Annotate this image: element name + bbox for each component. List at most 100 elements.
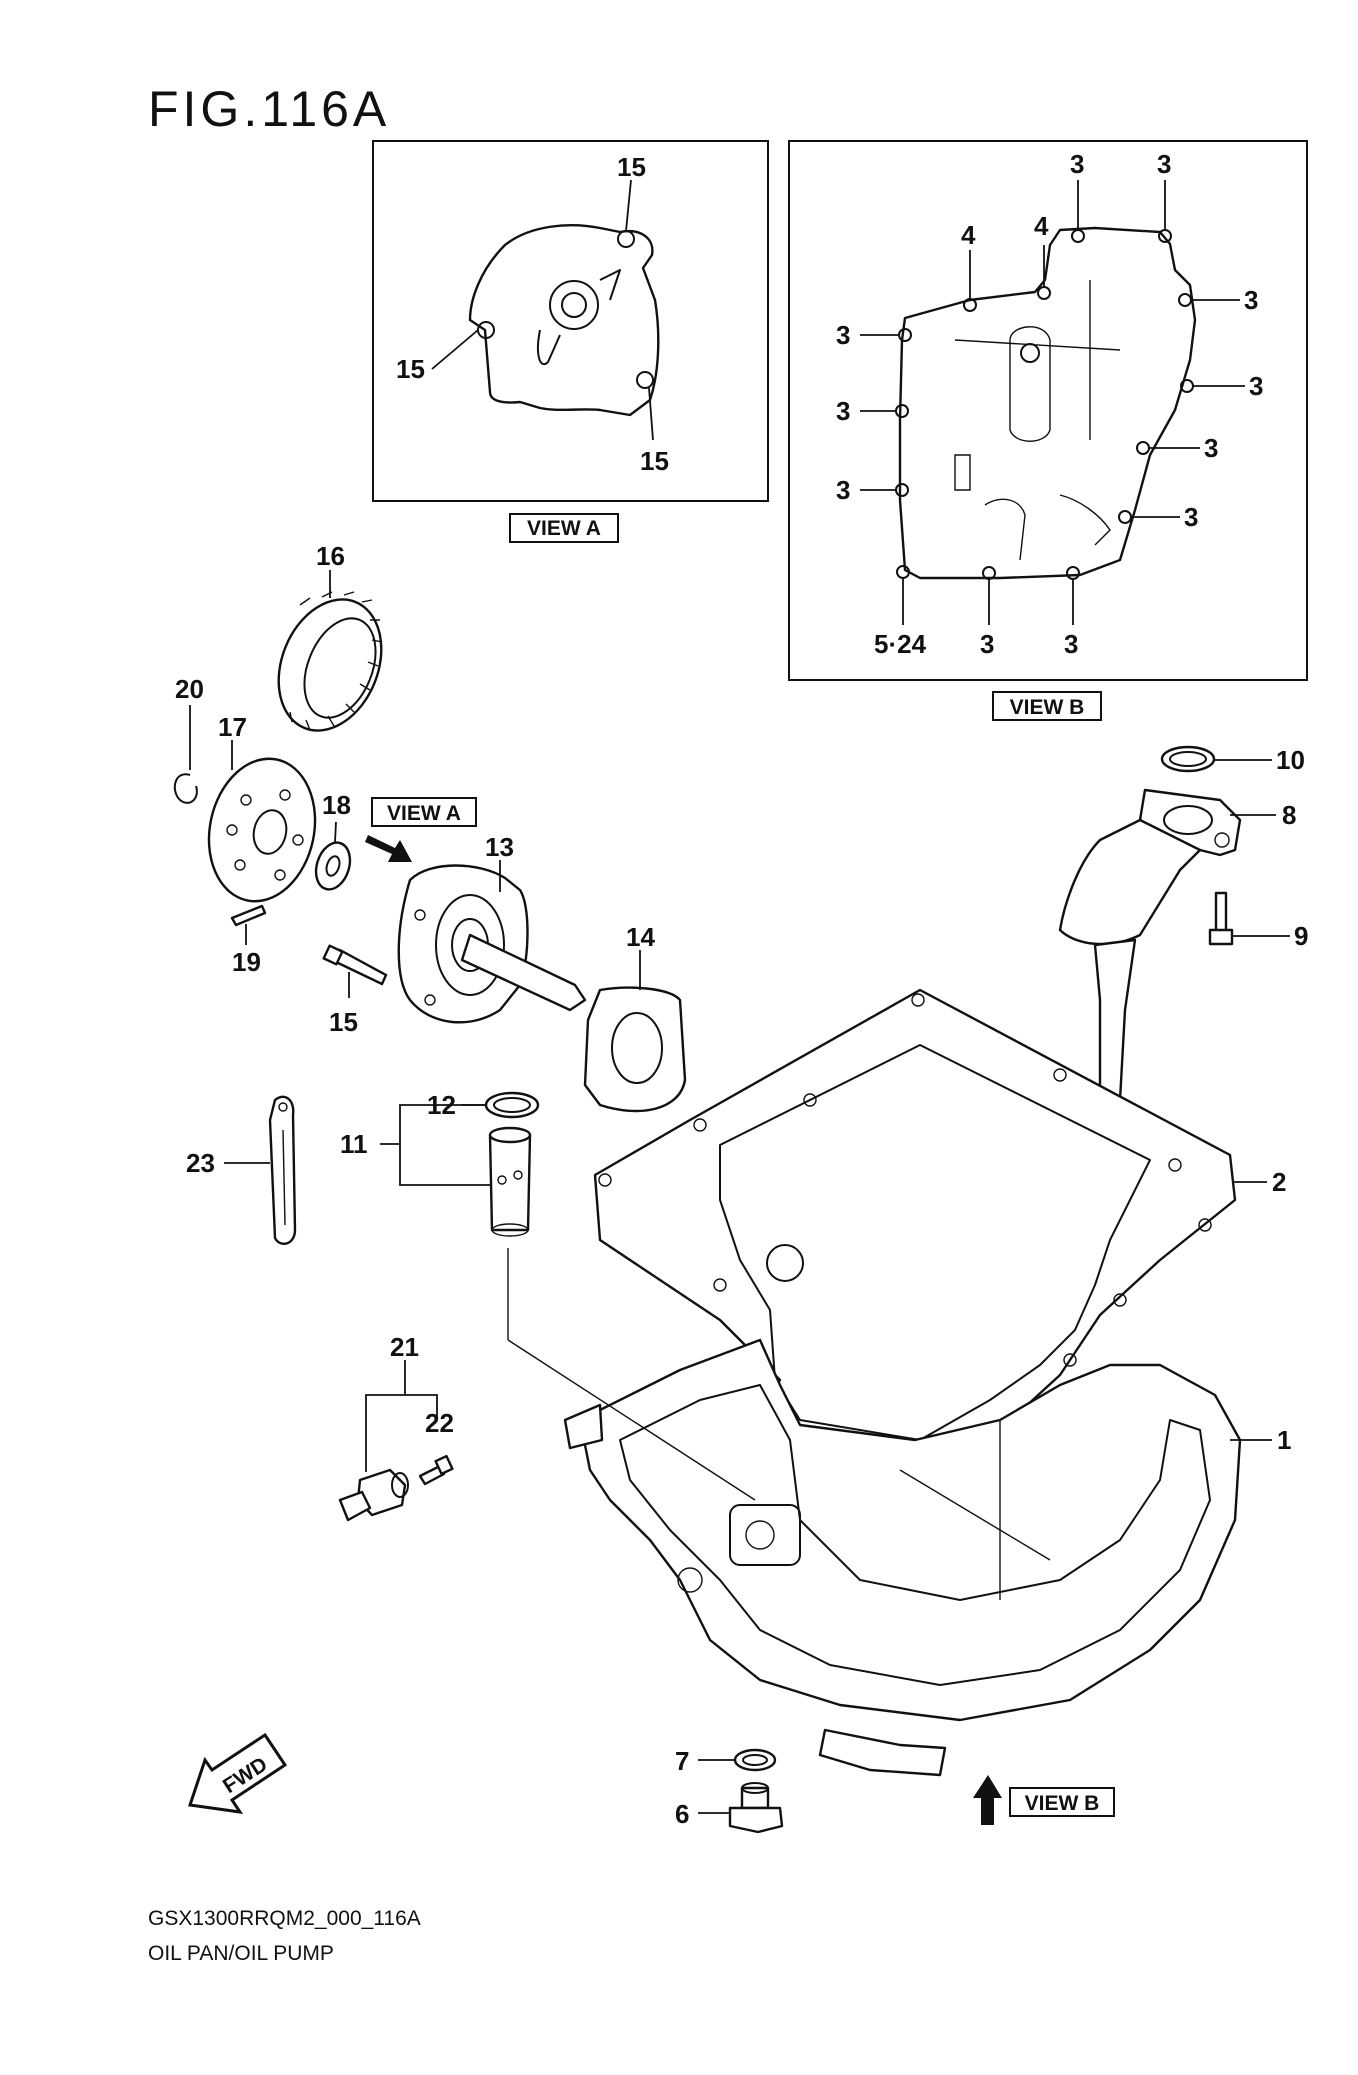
view-a-label: VIEW A — [527, 517, 601, 540]
washer-outer — [314, 841, 352, 891]
callout-18: 18 — [322, 790, 351, 820]
screw-head — [434, 1454, 454, 1476]
view-a-arrow-icon — [365, 835, 412, 862]
view-a-arrow-label: VIEW A — [387, 802, 461, 825]
view-b-inset: 3 3 4 4 3 3 3 3 3 3 3 5·24 3 3 VIEW B — [788, 140, 1308, 721]
part-11-pipe: 11 — [340, 1104, 756, 1501]
ring-outer — [277, 598, 383, 732]
gasket-hole — [911, 993, 925, 1007]
strainer-body — [1058, 818, 1202, 946]
part-17-driven-gear: 17 — [207, 712, 317, 903]
view-a-tag — [509, 513, 619, 543]
callout-va-top: 15 — [617, 152, 646, 182]
callout-vb-bottom-left: 5·24 — [874, 629, 927, 659]
gasket-hole — [1113, 1293, 1127, 1307]
ring-teeth — [289, 591, 383, 731]
switch-thread — [338, 1490, 372, 1522]
pin — [230, 904, 267, 927]
gear-hole — [274, 869, 286, 881]
pipe-hole — [497, 1175, 507, 1185]
callout-8: 8 — [1282, 800, 1296, 830]
callout-2: 2 — [1272, 1167, 1286, 1197]
callout-vb-top-right: 3 — [1157, 149, 1171, 179]
bolt-9-head — [1208, 928, 1234, 946]
callout-17: 17 — [218, 712, 247, 742]
strainer-bolt-hole — [1214, 832, 1230, 848]
gear-hole — [240, 794, 252, 806]
callout-7: 7 — [675, 1746, 689, 1776]
part-20-circlip: 20 — [173, 674, 204, 804]
pan-rib — [954, 339, 1121, 351]
oil-pan-boss — [729, 1504, 801, 1566]
leader-11-bracket-top — [399, 1104, 486, 1144]
oil-pan-bottom-view — [898, 226, 1197, 580]
callout-va-bottom: 15 — [640, 446, 669, 476]
oil-pan-rib — [899, 1469, 1051, 1561]
oil-pan-body — [578, 1338, 1242, 1722]
pipe-hole — [513, 1170, 523, 1180]
bolt-9-shank — [1214, 891, 1228, 935]
guide-hole — [278, 1102, 288, 1112]
gear-hub — [252, 809, 288, 855]
pump-bolt-hole — [424, 994, 436, 1006]
circlip — [173, 773, 198, 804]
ring-inner — [303, 617, 377, 719]
part-1-oil-pan: 1 — [563, 1338, 1291, 1777]
callout-1: 1 — [1277, 1425, 1291, 1455]
part-8-oil-strainer: 8 — [1058, 788, 1296, 1102]
guide-body — [268, 1095, 297, 1246]
callout-10: 10 — [1276, 745, 1305, 775]
callout-vb-bottom-mid: 3 — [980, 629, 994, 659]
drain-bolt-head — [728, 1806, 784, 1834]
oil-pan-tab — [563, 1403, 604, 1450]
view-b-arrow-tag — [1009, 1787, 1115, 1817]
gasket-hole — [803, 1093, 817, 1107]
gasket-inner — [719, 1044, 1151, 1441]
part-6-drain-bolt: 6 — [675, 1782, 784, 1834]
cover-boss — [549, 280, 599, 330]
pipe-top — [488, 1126, 532, 1144]
pan-inner-curve-2 — [1059, 494, 1111, 546]
view-b-label: VIEW B — [1010, 696, 1085, 719]
pump-body — [397, 864, 529, 1024]
callout-15: 15 — [329, 1007, 358, 1037]
callout-vb-left-3: 3 — [836, 475, 850, 505]
callout-20: 20 — [175, 674, 204, 704]
gear-hole — [226, 824, 238, 836]
part-15-bolt: 15 — [322, 944, 388, 1037]
leader-va-left — [431, 329, 479, 370]
oil-pan-port-2 — [677, 1567, 703, 1593]
view-b-arrow-label: VIEW B — [1025, 1792, 1100, 1815]
view-b-frame — [788, 140, 1308, 681]
part-22-screw: 22 — [418, 1408, 454, 1486]
callout-vb-top-left: 3 — [1070, 149, 1084, 179]
guide-slot — [282, 1129, 286, 1226]
pipe-dashed-link-2 — [507, 1339, 756, 1501]
view-a-arrow-tag — [371, 797, 477, 827]
gasket-hole — [598, 1173, 612, 1187]
leader-11-bracket — [399, 1144, 490, 1186]
gasket-outline — [583, 986, 687, 1113]
cover-rib-2 — [599, 269, 621, 301]
view-b-tag — [992, 691, 1102, 721]
gear-hole — [279, 789, 291, 801]
part-19-pin: 19 — [230, 904, 267, 977]
figure-caption: OIL PAN/OIL PUMP — [148, 1942, 334, 1965]
cover-boss-inner — [561, 292, 587, 318]
gasket-hole — [1168, 1158, 1182, 1172]
bolt-head — [322, 944, 344, 966]
callout-vb-four-left: 4 — [961, 220, 976, 250]
callout-21: 21 — [390, 1332, 419, 1362]
gasket-hole — [1063, 1353, 1077, 1367]
callout-23: 23 — [186, 1148, 215, 1178]
o-ring-outer — [1160, 745, 1216, 773]
callout-vb-four-right: 4 — [1034, 211, 1049, 241]
part-10-o-ring: 10 — [1160, 745, 1305, 775]
callout-13: 13 — [485, 832, 514, 862]
bolt-hole-bottom — [636, 371, 654, 389]
part-23-guide: 23 — [186, 1095, 297, 1246]
gasket-hole — [611, 1012, 663, 1084]
pump-bolt-hole — [414, 909, 426, 921]
gear-body — [207, 757, 317, 903]
